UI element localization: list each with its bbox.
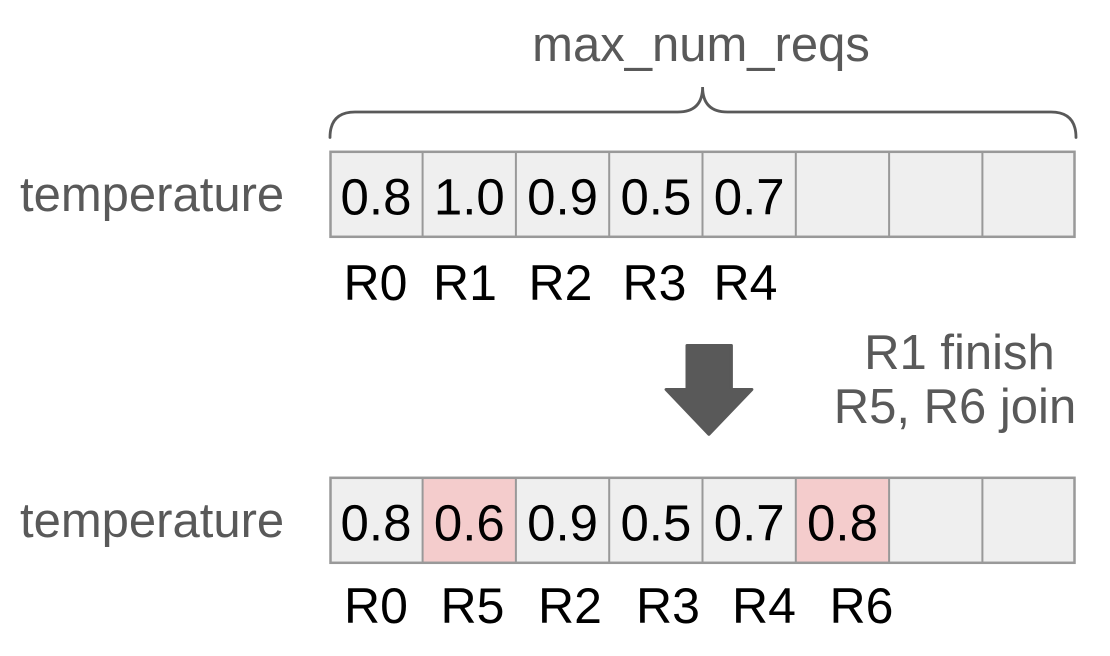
- svg-text:1.0: 1.0: [434, 168, 505, 225]
- svg-text:R1 finish: R1 finish: [864, 326, 1055, 380]
- svg-text:R0: R0: [344, 578, 408, 634]
- svg-text:R0: R0: [344, 255, 408, 311]
- svg-text:0.8: 0.8: [807, 494, 878, 551]
- svg-text:0.7: 0.7: [714, 168, 785, 225]
- svg-text:0.7: 0.7: [714, 494, 785, 551]
- svg-text:0.5: 0.5: [620, 168, 691, 225]
- svg-text:0.8: 0.8: [341, 494, 412, 551]
- svg-text:R2: R2: [538, 578, 602, 634]
- svg-text:R5: R5: [441, 578, 505, 634]
- svg-text:max_num_reqs: max_num_reqs: [532, 18, 870, 72]
- svg-text:R3: R3: [636, 578, 700, 634]
- svg-text:R6: R6: [830, 578, 894, 634]
- svg-text:R2: R2: [529, 255, 593, 311]
- svg-text:0.9: 0.9: [527, 494, 598, 551]
- svg-text:R4: R4: [732, 578, 796, 634]
- svg-text:R3: R3: [623, 255, 687, 311]
- svg-text:temperature: temperature: [20, 168, 284, 222]
- svg-text:R5, R6 join: R5, R6 join: [834, 380, 1076, 434]
- svg-text:0.8: 0.8: [341, 168, 412, 225]
- svg-text:temperature: temperature: [20, 494, 284, 548]
- svg-text:R4: R4: [714, 255, 778, 311]
- svg-text:0.9: 0.9: [527, 168, 598, 225]
- svg-text:R1: R1: [433, 255, 497, 311]
- svg-text:0.5: 0.5: [620, 494, 691, 551]
- svg-text:0.6: 0.6: [434, 494, 505, 551]
